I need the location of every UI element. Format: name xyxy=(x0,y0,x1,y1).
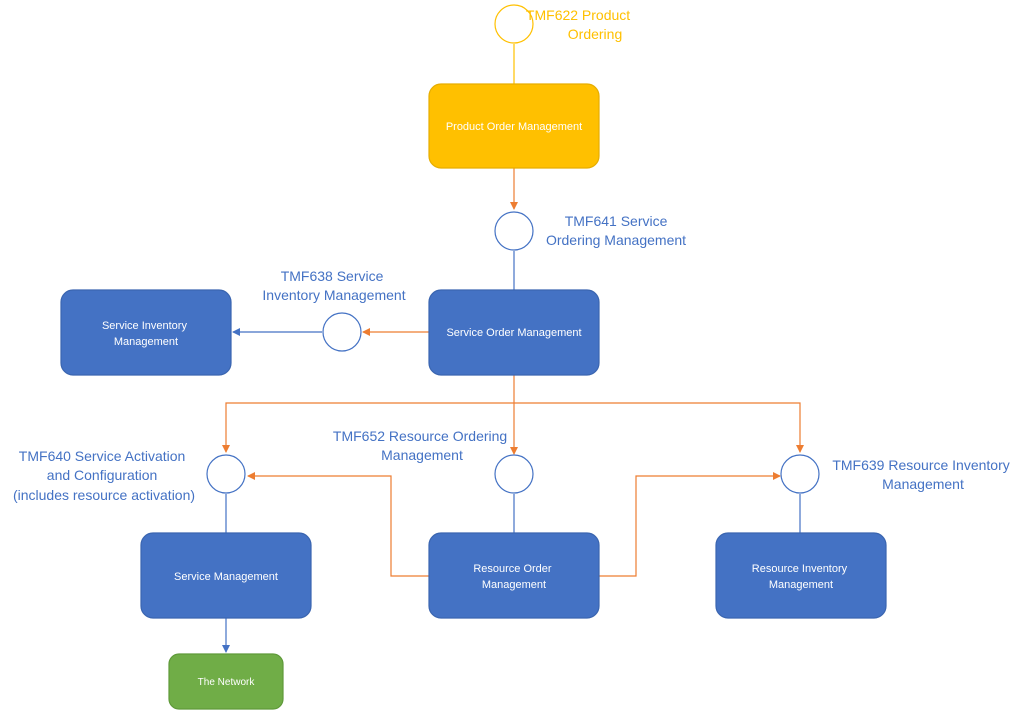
svg-text:Service Management: Service Management xyxy=(174,571,278,583)
tmf641-circle[interactable] xyxy=(494,211,534,251)
tmf639-circle[interactable] xyxy=(780,454,820,494)
the-network-label: The Network xyxy=(198,677,256,688)
connector-resource-order-to-tmf639 xyxy=(599,472,781,577)
tmf622-label-line-2: Ordering xyxy=(568,26,622,42)
connector-branch-to-tmf639 xyxy=(514,402,804,453)
tmf638-label-line-2: Inventory Management xyxy=(262,287,405,303)
tmf640-circle[interactable] xyxy=(206,454,246,494)
product-order-management-label: Product Order Management xyxy=(446,121,582,133)
tmf641-label-line-1: TMF641 Service xyxy=(565,213,668,229)
the-network-box[interactable]: The Network xyxy=(168,653,284,710)
svg-text:TMF652 Resource Ordering: TMF652 Resource Ordering Management xyxy=(333,428,511,463)
tmf640-label-line-3: (includes resource activation) xyxy=(13,487,195,503)
svg-text:Resource Order Managem: Resource Order Management xyxy=(473,563,554,591)
resource-inventory-management-label-line-1: Resource Inventory xyxy=(752,563,848,575)
service-order-management-box[interactable]: Service Order Management xyxy=(428,289,600,376)
tmf639-label-line-2: Management xyxy=(882,476,964,492)
svg-text:Product Order Management: Product Order Management xyxy=(446,121,582,133)
tmf638-circle[interactable] xyxy=(322,312,362,352)
product-order-management-box[interactable]: Product Order Management xyxy=(428,83,600,169)
connector-branch-to-tmf640 xyxy=(222,402,514,453)
service-inventory-management-label-line-1: Service Inventory xyxy=(102,320,187,332)
resource-order-management-label-line-2: Management xyxy=(482,579,546,591)
svg-text:Service Order Management: Service Order Management xyxy=(446,327,581,339)
service-management-box[interactable]: Service Management xyxy=(140,532,312,619)
svg-text:TMF622 Product Ordering: TMF622 Product Ordering xyxy=(526,7,634,42)
tmf652-label-line-2: Management xyxy=(381,447,463,463)
tmf652-label-line-1: TMF652 Resource Ordering xyxy=(333,428,507,444)
resource-order-management-box[interactable]: Resource Order Management xyxy=(428,532,600,619)
tmf622-label-line-1: TMF622 Product xyxy=(526,7,630,23)
tmf641-label-line-2: Ordering Management xyxy=(546,232,686,248)
connector-resource-order-to-tmf640 xyxy=(247,472,429,577)
api-labels: TMF622 Product Ordering TMF641 Service O… xyxy=(13,7,1013,503)
connectors xyxy=(222,44,804,653)
tmf640-label-line-1: TMF640 Service Activation xyxy=(19,448,186,464)
tmf622-circle[interactable] xyxy=(494,4,534,44)
service-order-management-label: Service Order Management xyxy=(446,327,581,339)
service-inventory-management-box[interactable]: Service Inventory Management xyxy=(60,289,232,376)
resource-inventory-management-label-line-2: Management xyxy=(769,579,833,591)
resource-order-management-label-line-1: Resource Order xyxy=(473,563,552,575)
tmf638-label-line-1: TMF638 Service xyxy=(281,268,384,284)
svg-text:TMF641 Service Ordering: TMF641 Service Ordering Management xyxy=(546,213,686,248)
tmf639-label-line-1: TMF639 Resource Inventory xyxy=(832,457,1009,473)
svg-text:TMF638 Service Inventory: TMF638 Service Inventory Management xyxy=(262,268,405,303)
component-boxes: Product Order Management Service Order M… xyxy=(60,83,887,710)
svg-text:TMF640 Service Activation: TMF640 Service Activation and Configurat… xyxy=(13,448,195,503)
api-circles xyxy=(206,4,820,494)
svg-text:The Network: The Network xyxy=(198,677,256,688)
service-inventory-management-label-line-2: Management xyxy=(114,336,178,348)
resource-inventory-management-box[interactable]: Resource Inventory Management xyxy=(715,532,887,619)
tmf652-circle[interactable] xyxy=(494,454,534,494)
svg-text:TMF639 Resource Inventory: TMF639 Resource Inventory Management xyxy=(832,457,1013,492)
svg-text:Service Inventory Mana: Service Inventory Management xyxy=(102,320,190,348)
service-management-label: Service Management xyxy=(174,571,278,583)
svg-text:Resource Inventory Man: Resource Inventory Management xyxy=(752,563,850,591)
tmf640-label-line-2: and Configuration xyxy=(47,467,158,483)
